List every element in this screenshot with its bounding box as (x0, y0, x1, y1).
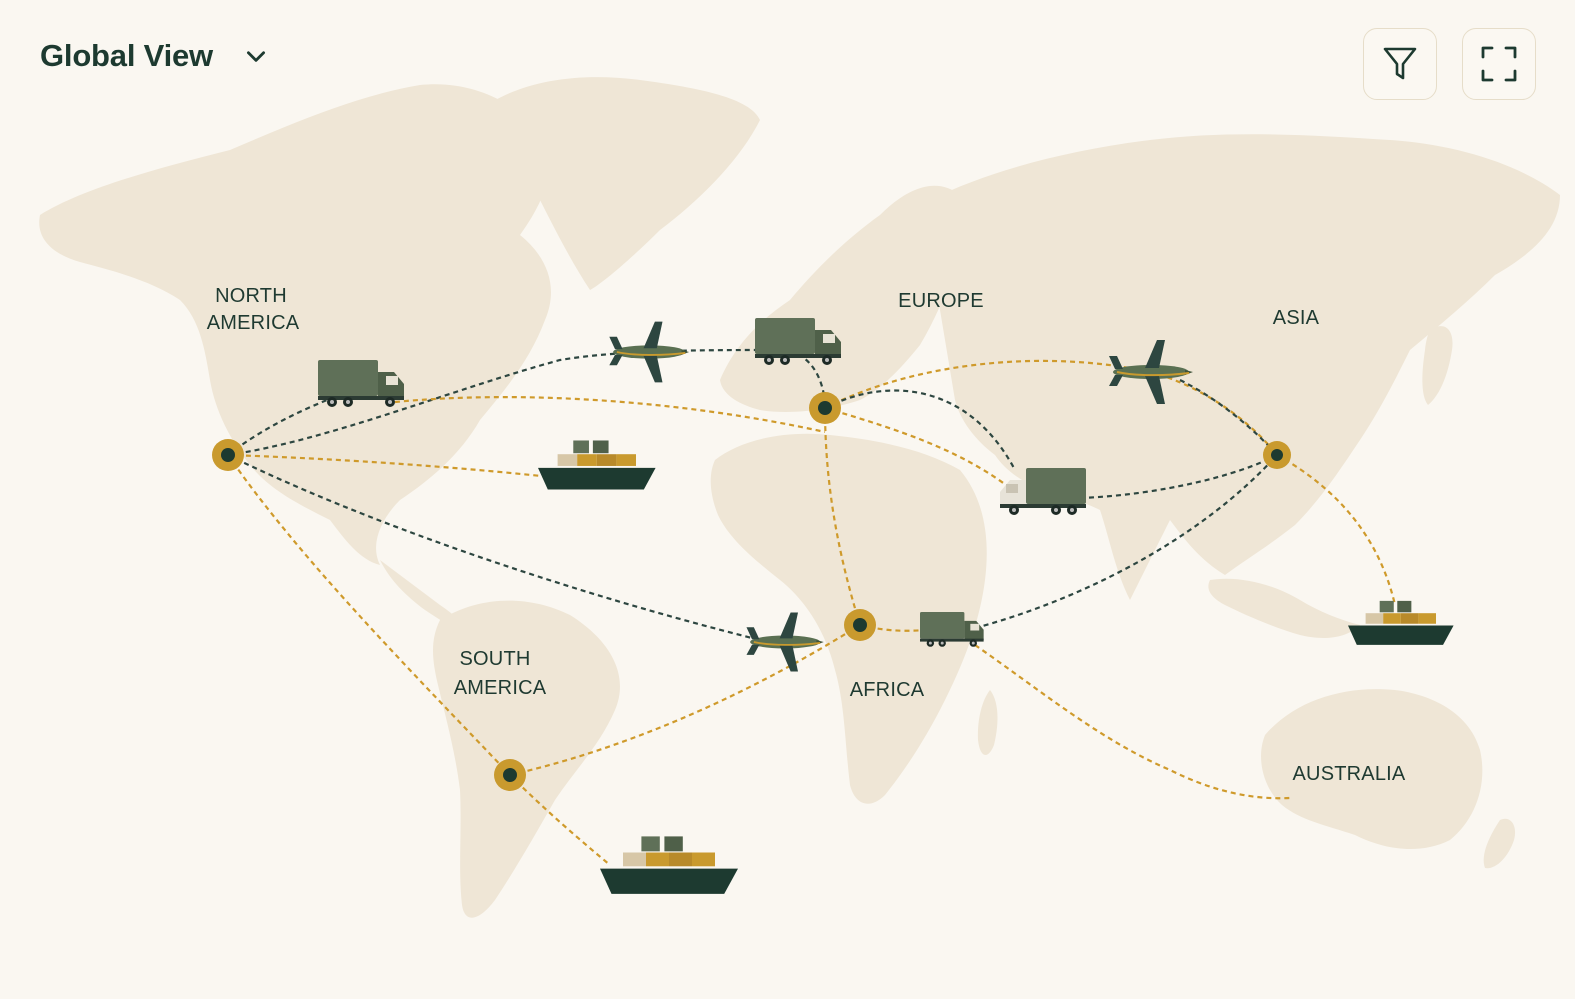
route-africa-asia-dark[interactable] (974, 454, 1278, 630)
label-africa: AFRICA (850, 679, 925, 701)
truck-icon-middle-east[interactable] (1000, 468, 1086, 515)
route-asia-ship-gold[interactable] (1276, 454, 1397, 606)
label-north-america-line1: NORTH (215, 285, 287, 307)
label-australia: AUSTRALIA (1293, 763, 1406, 785)
hub-africa[interactable] (844, 609, 876, 641)
south-america-landmass (433, 600, 620, 918)
route-africa-truck-gold[interactable] (859, 623, 926, 632)
ship-icon-north-atlantic[interactable] (538, 440, 656, 490)
continents (39, 77, 1560, 918)
route-europe-africa-gold[interactable] (823, 407, 862, 626)
hub-europe[interactable] (809, 392, 841, 424)
chevron-down-icon[interactable] (243, 43, 269, 69)
route-na-ship[interactable] (227, 453, 561, 480)
view-selector[interactable]: Global View (40, 38, 269, 74)
ship-icon-pacific[interactable] (1348, 600, 1454, 645)
asia-landmass (930, 134, 1560, 600)
route-na-sa-gold[interactable] (227, 454, 511, 776)
label-south-america-line1: SOUTH (460, 648, 531, 670)
hub-north-america[interactable] (212, 439, 244, 471)
route-sa-africa-gold[interactable] (509, 624, 861, 777)
label-south-america-line2: AMERICA (454, 677, 547, 699)
southeast-asia-islands (1208, 578, 1360, 638)
filter-button[interactable] (1363, 28, 1437, 100)
route-na-africa-dark[interactable] (227, 454, 761, 642)
airplane-icon-south-atlantic[interactable] (745, 611, 825, 673)
fullscreen-button[interactable] (1462, 28, 1536, 100)
route-europe-mideast-dark[interactable] (824, 389, 1016, 471)
filter-icon (1383, 47, 1417, 80)
greenland (480, 77, 760, 291)
north-america-landmass (39, 84, 551, 565)
hubs (212, 392, 1291, 791)
route-na-europe-gold[interactable] (394, 396, 826, 434)
label-europe: EUROPE (898, 290, 984, 312)
label-asia: ASIA (1273, 307, 1320, 329)
route-sa-ship-gold[interactable] (509, 774, 611, 866)
route-europe-mideast-gold[interactable] (824, 406, 1011, 489)
japan (1422, 326, 1453, 405)
region-labels: NORTH AMERICA EUROPE ASIA SOUTH AMERICA … (207, 285, 1406, 785)
label-north-america-line2: AMERICA (207, 312, 300, 334)
madagascar (977, 690, 998, 756)
hub-south-america[interactable] (494, 759, 526, 791)
airplane-icon-atlantic[interactable] (608, 320, 691, 384)
route-africa-australia-gold[interactable] (974, 644, 1291, 800)
ship-icon-south-atlantic[interactable] (600, 836, 738, 894)
fullscreen-icon (1481, 46, 1517, 82)
page-title: Global View (40, 38, 213, 73)
australia-landmass (1261, 689, 1483, 850)
hub-asia[interactable] (1263, 441, 1291, 469)
new-zealand (1483, 818, 1516, 869)
route-mideast-asia-dark[interactable] (1079, 454, 1278, 500)
